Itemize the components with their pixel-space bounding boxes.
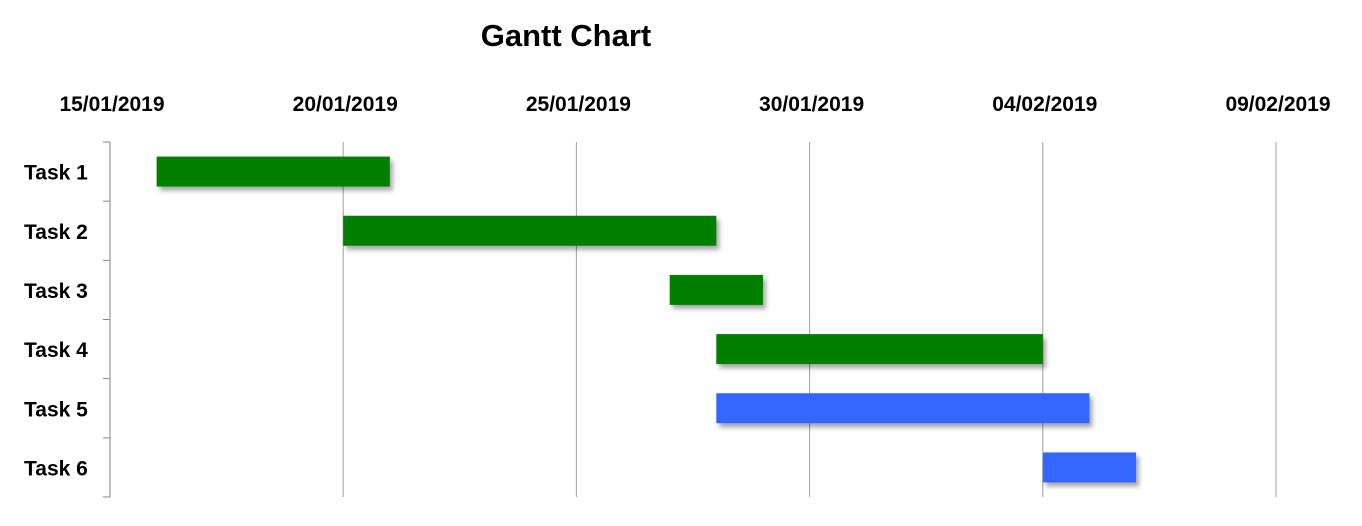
task-bar [343, 215, 717, 246]
task-bar [669, 274, 763, 305]
task-bars [156, 156, 1137, 483]
task-label: Task 5 [24, 398, 88, 421]
task-label: Task 1 [24, 162, 88, 185]
chart-title: Gantt Chart [481, 18, 652, 53]
task-bar [156, 156, 390, 187]
task-label: Task 4 [24, 339, 88, 362]
x-axis-tick-labels: 15/01/2019 20/01/2019 25/01/2019 30/01/2019… [59, 93, 1330, 116]
x-tick-label: 20/01/2019 [293, 93, 398, 116]
task-bar [1042, 452, 1137, 483]
x-tick-label: 30/01/2019 [759, 93, 864, 116]
task-bar [716, 334, 1043, 365]
task-label: Task 6 [24, 457, 88, 480]
y-axis: Task 1 Task 2 Task 3 Task 4 Task 5 Task 6 [24, 141, 110, 498]
task-bar [716, 393, 1090, 424]
x-tick-label: 25/01/2019 [526, 93, 631, 116]
task-label: Task 2 [24, 221, 88, 244]
task-label: Task 3 [24, 280, 88, 303]
gridlines [109, 142, 1277, 497]
x-tick-label: 04/02/2019 [992, 93, 1097, 116]
x-tick-label: 15/01/2019 [59, 93, 164, 116]
x-tick-label: 09/02/2019 [1225, 93, 1330, 116]
